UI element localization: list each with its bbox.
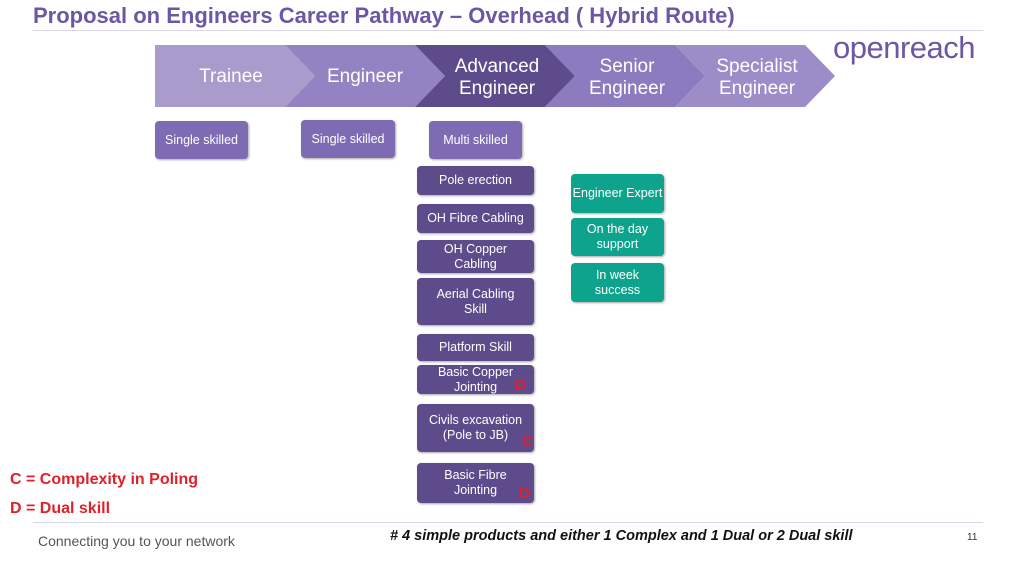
engineer-level-label: Single skilled — [311, 131, 385, 146]
skill-box-basic-fibre-jointing: Basic Fibre Jointing — [417, 463, 534, 503]
dual-skill-marker: D — [515, 376, 526, 393]
chevron-specialist-label-1: Specialist — [716, 56, 798, 77]
chevron-senior-engineer — [545, 45, 705, 107]
engineer-level-box: Single skilled — [301, 120, 395, 158]
title-divider — [33, 30, 983, 31]
skill-label: Basic Fibre Jointing — [444, 468, 507, 497]
skill-label: OH Copper Cabling — [443, 241, 508, 271]
advanced-level-label: Multi skilled — [443, 132, 508, 147]
senior-item-label: On the day support — [586, 222, 649, 251]
trainee-level-label: Single skilled — [165, 132, 238, 147]
senior-item-in-week-success: In week success — [571, 263, 664, 302]
chevron-specialist-label-2: Engineer — [719, 78, 796, 99]
skill-box-oh-copper-cabling: OH Copper Cabling — [417, 240, 534, 273]
skill-label: Platform Skill — [439, 340, 512, 354]
page-title: Proposal on Engineers Career Pathway – O… — [33, 3, 735, 28]
chevron-specialist-engineer — [675, 45, 835, 107]
page-number: 11 — [967, 532, 978, 543]
career-pathway-chevrons: Trainee Engineer Advanced Engineer Senio… — [155, 45, 835, 107]
chevron-engineer — [285, 45, 445, 107]
skill-box-pole-erection: Pole erection — [417, 166, 534, 195]
skill-box-civils-excavation: Civils excavation (Pole to JB) — [417, 404, 534, 452]
skill-label: OH Fibre Cabling — [427, 211, 524, 225]
legend-complexity: C = Complexity in Poling — [10, 471, 199, 488]
footer-note: # 4 simple products and either 1 Complex… — [390, 528, 853, 544]
complexity-marker: C — [522, 433, 533, 450]
chevron-advanced-label-1: Advanced — [455, 56, 540, 77]
skill-label: Pole erection — [439, 173, 512, 187]
senior-item-engineer-expert: Engineer Expert — [571, 174, 664, 213]
legend-dual-skill: D = Dual skill — [10, 500, 111, 517]
chevron-trainee — [155, 45, 315, 107]
skill-box-basic-copper-jointing: Basic Copper Jointing — [417, 365, 534, 394]
skill-box-platform: Platform Skill — [417, 334, 534, 361]
chevron-senior-label-2: Engineer — [589, 78, 666, 99]
senior-item-label: Engineer Expert — [572, 186, 663, 200]
chevron-advanced-engineer — [415, 45, 575, 107]
skill-label: Civils excavation (Pole to JB) — [428, 413, 523, 442]
chevron-senior-label-1: Senior — [600, 56, 656, 77]
senior-item-on-the-day-support: On the day support — [571, 218, 664, 256]
skill-label: Basic Copper Jointing — [437, 364, 514, 394]
footer-tagline: Connecting you to your network — [38, 533, 235, 549]
skill-box-aerial-cabling: Aerial Cabling Skill — [417, 278, 534, 325]
skill-label: Aerial Cabling Skill — [436, 286, 515, 316]
footer-divider — [33, 522, 983, 523]
chevron-trainee-label: Trainee — [199, 66, 263, 87]
chevron-advanced-label-2: Engineer — [459, 78, 536, 99]
dual-skill-marker: D — [519, 485, 530, 502]
openreach-logo: openreach — [833, 30, 976, 65]
trainee-level-box: Single skilled — [155, 121, 248, 159]
advanced-level-box: Multi skilled — [429, 121, 522, 159]
chevron-engineer-label: Engineer — [327, 66, 404, 87]
senior-item-label: In week success — [594, 267, 641, 297]
skill-box-oh-fibre-cabling: OH Fibre Cabling — [417, 204, 534, 233]
